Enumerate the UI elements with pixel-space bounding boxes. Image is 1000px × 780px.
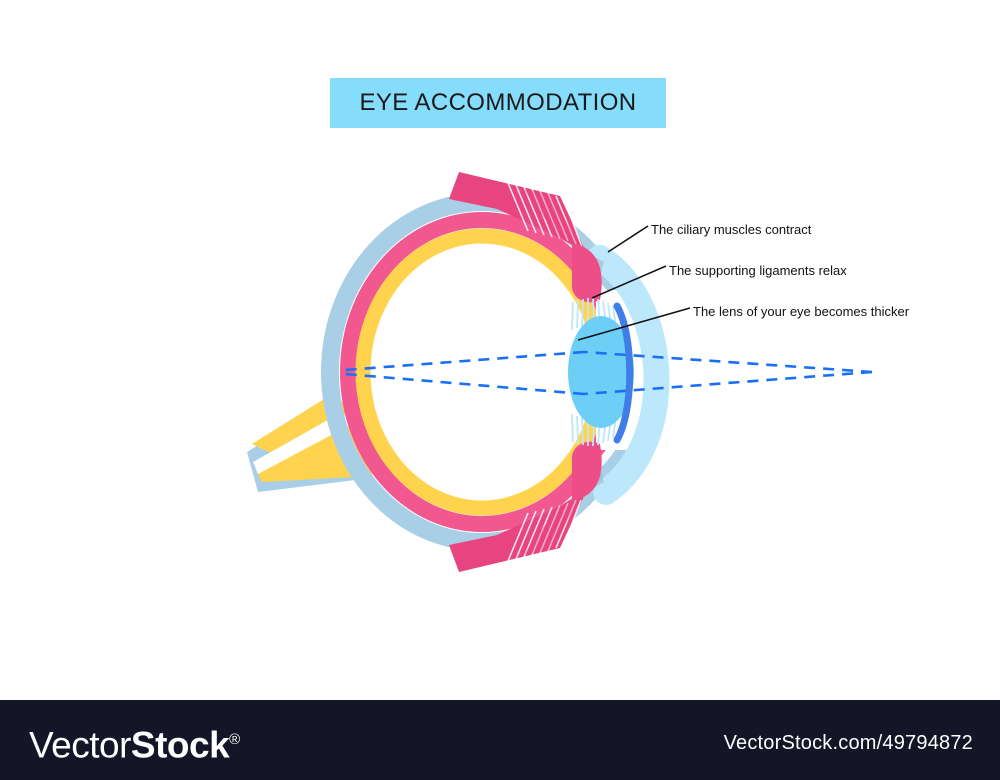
title-banner: EYE ACCOMMODATION bbox=[330, 78, 666, 128]
leader-line-ligaments bbox=[591, 265, 667, 299]
leader-line-ciliary bbox=[607, 225, 649, 253]
iris bbox=[572, 243, 602, 501]
lens-body bbox=[568, 316, 634, 428]
vectorstock-logo: VectorStock® bbox=[29, 720, 240, 765]
lens-capsule bbox=[613, 302, 634, 444]
footer-bar: VectorStock® VectorStock.com/49794872 bbox=[0, 700, 1000, 780]
registered-trademark-icon: ® bbox=[229, 731, 241, 748]
footer-url: VectorStock.com/49794872 bbox=[723, 732, 973, 754]
retina-layer bbox=[355, 228, 609, 516]
light-rays bbox=[344, 350, 873, 396]
leader-line-lens bbox=[577, 307, 691, 341]
annotation-ciliary-muscles: The ciliary muscles contract bbox=[651, 222, 812, 237]
logo-word-light: Vector bbox=[29, 724, 131, 766]
annotation-lens-thicker: The lens of your eye becomes thicker bbox=[693, 304, 910, 319]
ciliary-muscle-lower bbox=[449, 492, 586, 572]
page-title: EYE ACCOMMODATION bbox=[359, 89, 637, 116]
leader-lines bbox=[577, 225, 691, 341]
eye-diagram bbox=[247, 172, 873, 572]
logo-word-bold: Stock bbox=[130, 724, 230, 766]
annotation-supporting-ligaments: The supporting ligaments relax bbox=[669, 263, 847, 278]
lens bbox=[568, 302, 634, 444]
ciliary-muscle-upper bbox=[449, 172, 586, 252]
